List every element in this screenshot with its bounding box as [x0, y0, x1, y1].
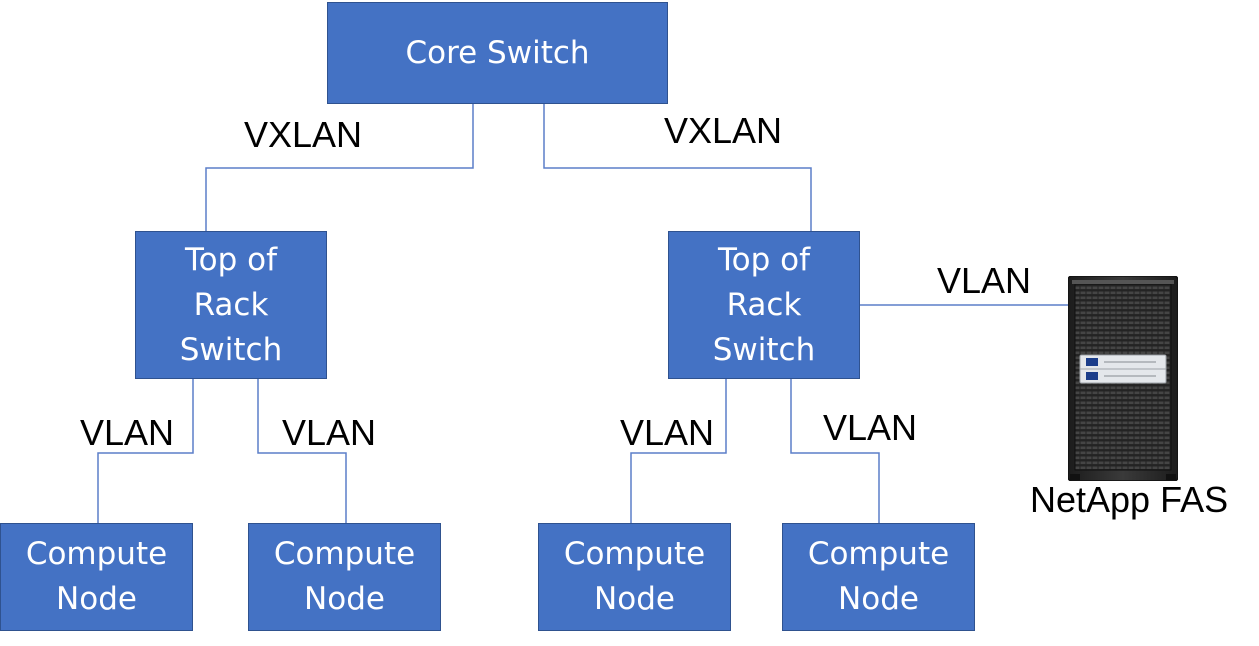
compute-node-3-box: Compute Node — [538, 523, 731, 631]
tor-switch-right-box: Top of Rack Switch — [668, 231, 860, 379]
edge-label-tor-right-compute-3: VLAN — [620, 412, 715, 453]
edge-label-tor-left-compute-2: VLAN — [282, 412, 377, 453]
edge-label-tor-left-compute-1: VLAN — [80, 412, 175, 453]
edge-label-core-tor-right: VXLAN — [664, 110, 783, 151]
compute-node-4-box: Compute Node — [782, 523, 975, 631]
storage-server-icon — [1068, 276, 1178, 481]
compute-node-1-box: Compute Node — [0, 523, 193, 631]
storage-label: NetApp FAS — [1030, 479, 1229, 520]
tor-switch-left-box: Top of Rack Switch — [135, 231, 327, 379]
edge-tor-left-compute-2 — [257, 379, 347, 523]
edge-core-tor-right — [543, 104, 812, 231]
edge-core-tor-left — [205, 104, 474, 231]
core-switch-box: Core Switch — [327, 2, 668, 104]
edge-tor-right-compute-4 — [790, 379, 880, 523]
edge-tor-left-compute-1 — [97, 379, 194, 523]
edge-tor-right-compute-3 — [630, 379, 727, 523]
compute-node-2-box: Compute Node — [248, 523, 441, 631]
edge-label-core-tor-left: VXLAN — [244, 114, 363, 155]
edge-label-tor-right-compute-4: VLAN — [823, 407, 918, 448]
edge-label-tor-right-storage: VLAN — [937, 260, 1032, 301]
